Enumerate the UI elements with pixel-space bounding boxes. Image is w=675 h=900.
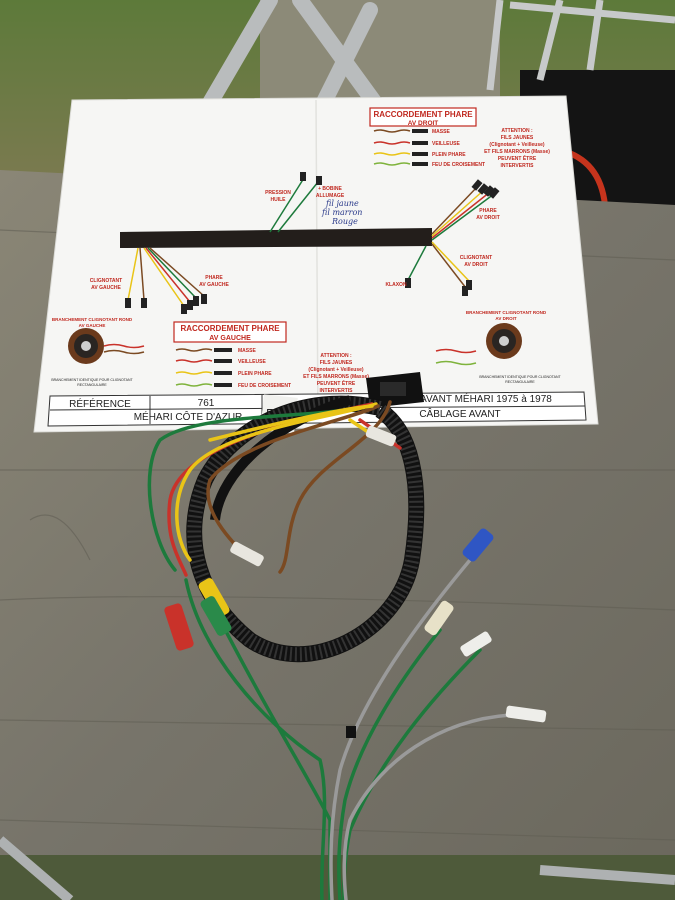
right-fan-wires [269, 177, 495, 289]
table-number: 761 [198, 398, 215, 409]
label-phare-droit: PHARE AV DROIT [476, 208, 500, 221]
label-klaxon: KLAXON [385, 282, 407, 288]
label-branchement-left: BRANCHEMENT CLIGNOTANT ROND AV GAUCHE [52, 317, 133, 328]
label-clignotant-droit: CLIGNOTANT AV DROIT [460, 255, 492, 268]
identique-left-2: RECTANGULAIRE [77, 383, 107, 387]
legend-right-croisement: FEU DE CROISEMENT [432, 162, 485, 168]
branchement-left-2: AV GAUCHE [79, 323, 106, 328]
label-phare-droit-1: PHARE [479, 208, 497, 214]
box-left-title: RACCORDEMENT PHARE [180, 324, 280, 333]
label-phare-gauche-2: AV GAUCHE [199, 282, 229, 288]
legend-left-plein-phare: PLEIN PHARE [238, 371, 272, 377]
attention-right-line-5: PEUVENT ÊTRE [498, 154, 537, 162]
trestle-bottom [0, 836, 675, 900]
box-right: RACCORDEMENT PHARE AV DROIT [369, 107, 477, 127]
label-branchement-right: BRANCHEMENT CLIGNOTANT ROND AV DROIT [466, 310, 547, 321]
box-left-sub: AV GAUCHE [209, 335, 251, 342]
harness-bar [120, 228, 432, 248]
label-clignotant-gauche: CLIGNOTANT AV GAUCHE [90, 278, 122, 291]
label-pression-1: PRESSION [265, 190, 291, 196]
table-subtitle: CÂBLAGE AVANT [419, 407, 500, 420]
table-model: MÉHARI CÔTE D'AZUR [134, 410, 243, 423]
handwritten-line-3: Rouge [331, 217, 358, 226]
handwritten-line-2: fil marron [321, 208, 362, 217]
attention-left: ATTENTION : FILS JAUNES (Clignotant + Ve… [303, 353, 369, 394]
legend-right: MASSE VEILLEUSE PLEIN PHARE FEU DE CROIS… [373, 129, 485, 168]
label-bobine: + BOBINE ALLUMAGE [316, 186, 345, 199]
table-title: AVANT MÉHARI 1975 à 1978 [420, 392, 552, 405]
label-clignotant-gauche-1: CLIGNOTANT [90, 278, 122, 284]
label-pression-2: HUILE [271, 197, 287, 203]
attention-right-line-1: ATTENTION : [501, 128, 533, 134]
attention-right-line-2: FILS JAUNES [501, 135, 534, 141]
attention-right: ATTENTION : FILS JAUNES (Clignotant + Ve… [484, 128, 550, 169]
box-right-sub: AV DROIT [408, 120, 439, 127]
attention-left-line-3: (Clignotant + Veilleuse) [308, 367, 363, 373]
label-clignotant-droit-2: AV DROIT [464, 262, 488, 268]
label-phare-gauche: PHARE AV GAUCHE [199, 275, 229, 288]
label-bobine-1: + BOBINE [318, 186, 342, 192]
branchement-right-1: BRANCHEMENT CLIGNOTANT ROND [466, 310, 547, 315]
legend-left: MASSE VEILLEUSE PLEIN PHARE FEU DE CROIS… [175, 348, 291, 389]
box-right-title: RACCORDEMENT PHARE [373, 110, 473, 119]
identique-right-1: BRANCHEMENT IDENTIQUE POUR CLIGNOTANT [479, 375, 561, 379]
round-blinker-left [68, 328, 145, 364]
attention-left-line-6: INTERVERTIS [320, 388, 354, 394]
legend-left-masse: MASSE [238, 348, 256, 354]
wiring-diagram-sheet [33, 95, 599, 433]
handwritten-note: fil jaune fil marron Rouge [321, 199, 362, 226]
identique-left-1: BRANCHEMENT IDENTIQUE POUR CLIGNOTANT [51, 378, 133, 382]
label-identique-right: BRANCHEMENT IDENTIQUE POUR CLIGNOTANT RE… [479, 375, 561, 384]
box-left: RACCORDEMENT PHARE AV GAUCHE [173, 321, 287, 343]
attention-right-line-4: ET FILS MARRONS (Masse) [484, 149, 550, 155]
wood-grain [0, 229, 675, 841]
legend-left-veilleuse: VEILLEUSE [238, 359, 266, 365]
branchement-left-1: BRANCHEMENT CLIGNOTANT ROND [52, 317, 133, 322]
legend-right-masse: MASSE [432, 129, 450, 135]
label-identique-left: BRANCHEMENT IDENTIQUE POUR CLIGNOTANT RE… [51, 378, 133, 387]
attention-right-line-3: (Clignotant + Veilleuse) [489, 142, 544, 148]
left-fan-wires [127, 247, 205, 307]
label-phare-gauche-1: PHARE [205, 275, 223, 281]
attention-left-line-4: ET FILS MARRONS (Masse) [303, 374, 369, 380]
crimp-terminals [164, 528, 547, 738]
legend-right-plein-phare: PLEIN PHARE [432, 152, 466, 158]
handwritten-line-1: fil jaune [325, 199, 359, 208]
identique-right-2: RECTANGULAIRE [505, 380, 535, 384]
attention-left-line-2: FILS JAUNES [320, 360, 353, 366]
connector-terminals [230, 425, 397, 567]
label-pression: PRESSION HUILE [265, 190, 291, 203]
label-bobine-2: ALLUMAGE [316, 193, 345, 199]
legend-left-croisement: FEU DE CROISEMENT [238, 383, 291, 389]
connector-block [366, 372, 424, 408]
left-fan-connectors [125, 294, 207, 314]
label-phare-droit-2: AV DROIT [476, 215, 500, 221]
legend-right-veilleuse: VEILLEUSE [432, 141, 460, 147]
branchement-right-2: AV DROIT [495, 316, 516, 321]
table-reference: RÉFÉRENCE [69, 397, 131, 410]
lower-wires [184, 558, 512, 900]
sheet-fold [315, 99, 319, 429]
label-clignotant-droit-1: CLIGNOTANT [460, 255, 492, 261]
label-clignotant-gauche-2: AV GAUCHE [91, 285, 121, 291]
attention-left-line-1: ATTENTION : [320, 353, 352, 359]
round-blinker-right [435, 323, 522, 366]
attention-left-line-5: PEUVENT ÊTRE [317, 379, 356, 387]
attention-right-line-6: INTERVERTIS [501, 163, 535, 169]
right-fan-connectors [300, 172, 500, 296]
corrugated-conduit [186, 395, 425, 663]
metal-rack [486, 0, 675, 91]
